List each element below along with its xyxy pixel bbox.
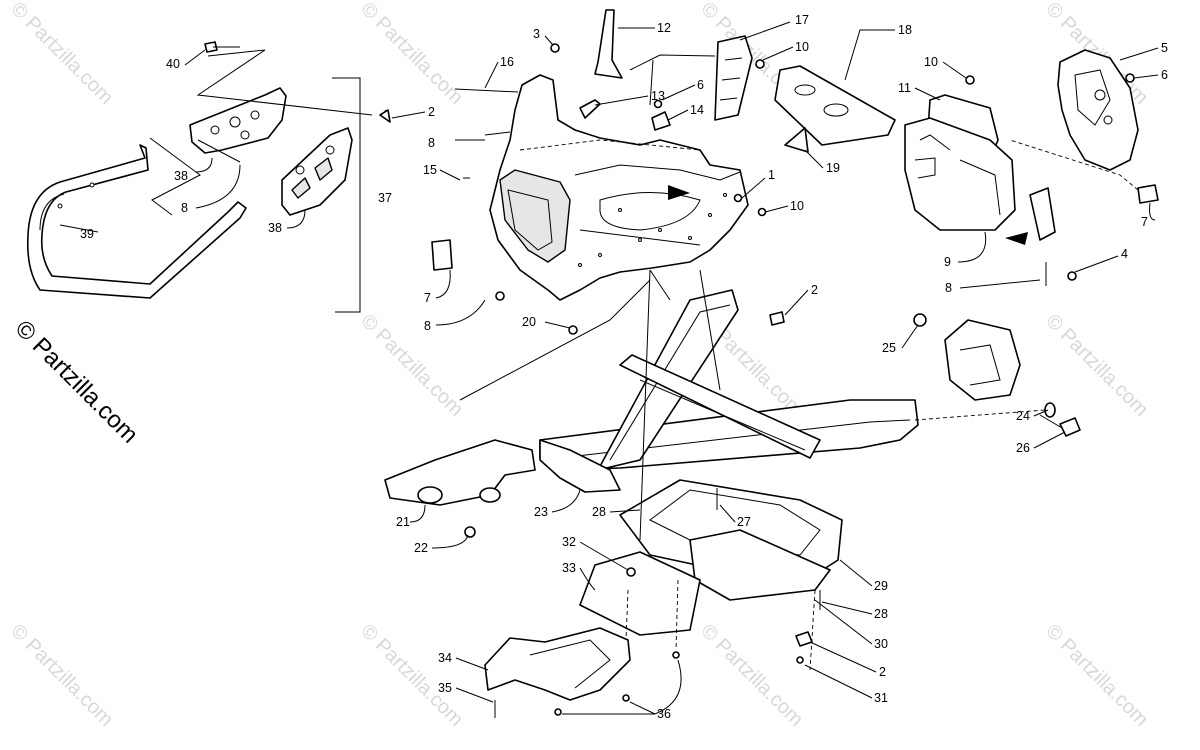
callout-38a: 38 bbox=[174, 169, 188, 183]
housing-9 bbox=[904, 117, 1016, 231]
bumper-assembly bbox=[26, 41, 391, 313]
callout-6a: 6 bbox=[1161, 68, 1168, 82]
watermark: © Partzilla.com bbox=[356, 310, 467, 421]
callout-6b: 6 bbox=[697, 78, 704, 92]
callout-35: 35 bbox=[438, 681, 452, 695]
callout-36: 36 bbox=[657, 707, 671, 721]
watermark: © Partzilla.com bbox=[356, 0, 467, 109]
part-17 bbox=[714, 35, 753, 121]
callout-1: 1 bbox=[768, 168, 775, 182]
callout-38b: 38 bbox=[268, 221, 282, 235]
callout-12: 12 bbox=[657, 21, 671, 35]
callouts: 3 12 17 18 10 10 5 6 40 16 6 11 2 13 14 … bbox=[59, 13, 1168, 721]
rivets bbox=[578, 193, 727, 267]
callout-8c: 8 bbox=[945, 281, 952, 295]
callout-2a: 2 bbox=[428, 105, 435, 119]
callout-22: 22 bbox=[414, 541, 428, 555]
callout-34: 34 bbox=[438, 651, 452, 665]
watermark: © Partzilla.com bbox=[6, 0, 117, 109]
callout-4: 4 bbox=[1121, 247, 1128, 261]
callout-30: 30 bbox=[874, 637, 888, 651]
callout-28b: 28 bbox=[874, 607, 888, 621]
callout-23: 23 bbox=[534, 505, 548, 519]
callout-10c: 10 bbox=[790, 199, 804, 213]
callout-21: 21 bbox=[396, 515, 410, 529]
bulkhead-assembly bbox=[454, 9, 1028, 301]
callout-20: 20 bbox=[522, 315, 536, 329]
callout-33: 33 bbox=[562, 561, 576, 575]
callout-10a: 10 bbox=[795, 40, 809, 54]
callout-8d: 8 bbox=[424, 319, 431, 333]
part-34 bbox=[484, 627, 631, 701]
callout-15: 15 bbox=[423, 163, 437, 177]
callout-29: 29 bbox=[874, 579, 888, 593]
callout-8a: 8 bbox=[428, 136, 435, 150]
part-12 bbox=[594, 9, 623, 79]
bracket-25 bbox=[944, 319, 1021, 401]
callout-14: 14 bbox=[690, 103, 704, 117]
watermark: © Partzilla.com bbox=[696, 620, 807, 731]
callout-9: 9 bbox=[944, 255, 951, 269]
callout-39: 39 bbox=[80, 227, 94, 241]
watermark: © Partzilla.com bbox=[1041, 310, 1152, 421]
fasteners bbox=[379, 43, 1135, 718]
callout-8b: 8 bbox=[181, 201, 188, 215]
callout-32: 32 bbox=[562, 535, 576, 549]
callout-25: 25 bbox=[882, 341, 896, 355]
watermark: © Partzilla.com bbox=[6, 620, 117, 731]
callout-37: 37 bbox=[378, 191, 392, 205]
callout-31: 31 bbox=[874, 691, 888, 705]
callout-27: 27 bbox=[737, 515, 751, 529]
plate-33 bbox=[579, 551, 701, 636]
copyright-text: © Partzilla.com bbox=[10, 315, 143, 448]
callout-18: 18 bbox=[898, 23, 912, 37]
callout-24: 24 bbox=[1016, 409, 1030, 423]
callout-13: 13 bbox=[651, 89, 665, 103]
callout-7a: 7 bbox=[424, 291, 431, 305]
watermark: © Partzilla.com bbox=[1041, 620, 1152, 731]
callout-40: 40 bbox=[166, 57, 180, 71]
bracket-5 bbox=[1057, 49, 1139, 171]
callout-2b: 2 bbox=[811, 283, 818, 297]
callout-3: 3 bbox=[533, 27, 540, 41]
frame-crossbar bbox=[619, 354, 821, 459]
part-21 bbox=[384, 439, 536, 506]
callout-19: 19 bbox=[826, 161, 840, 175]
frame-assembly bbox=[384, 269, 1081, 701]
right-upper-assembly bbox=[904, 49, 1159, 241]
bumper-part bbox=[26, 144, 247, 299]
callout-11: 11 bbox=[898, 81, 911, 95]
part-23 bbox=[539, 439, 621, 493]
callout-2c: 2 bbox=[879, 665, 886, 679]
watermark: © Partzilla.com bbox=[356, 620, 467, 731]
callout-10b: 10 bbox=[924, 55, 938, 69]
callout-16: 16 bbox=[500, 55, 514, 69]
callout-7b: 7 bbox=[1141, 215, 1148, 229]
callout-17: 17 bbox=[795, 13, 809, 27]
callout-28a: 28 bbox=[592, 505, 606, 519]
callout-5: 5 bbox=[1161, 41, 1168, 55]
callout-26: 26 bbox=[1016, 441, 1030, 455]
